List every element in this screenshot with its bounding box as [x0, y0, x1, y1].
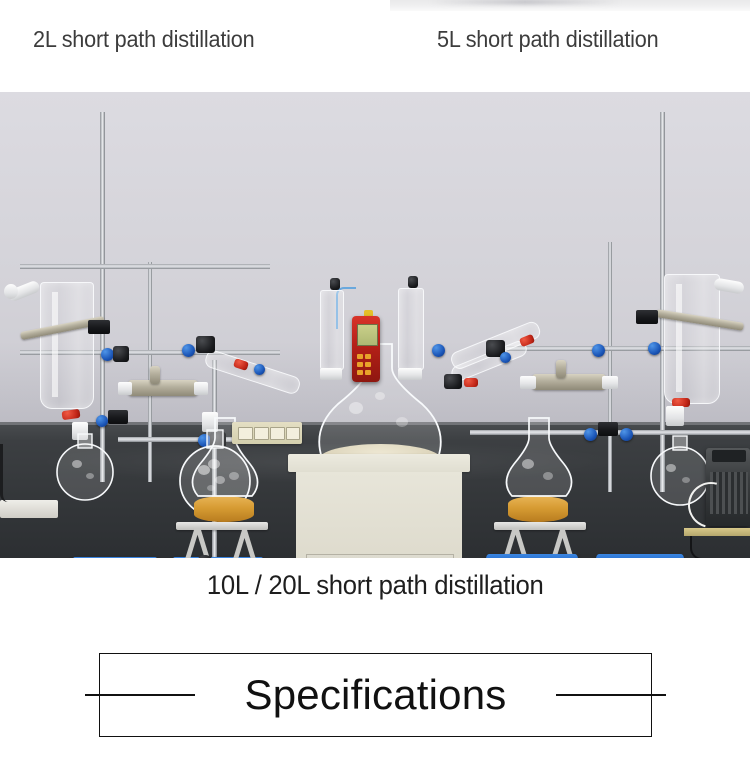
lab-jack-top-left	[176, 522, 268, 530]
cold-trap-inner-tube-left	[52, 292, 58, 397]
bench-edge-highlight	[0, 422, 750, 425]
lab-jack-knob-left	[196, 555, 214, 558]
stopcock-assembly-left[interactable]	[128, 380, 198, 396]
vacuum-pump-fins	[710, 472, 748, 514]
stand-base-midleft	[172, 557, 264, 558]
clamp-black-right1	[486, 340, 505, 357]
knob-blue-right4	[620, 428, 633, 441]
product-photo	[0, 92, 750, 558]
fraction-column-right	[398, 288, 424, 370]
column-joint-left	[320, 368, 342, 380]
retort-rod-midleft	[212, 360, 217, 558]
keck-clip-right3	[464, 378, 478, 387]
column-joint-right	[398, 368, 422, 380]
clamp-holder-right	[636, 310, 658, 324]
receiving-flask-right	[650, 435, 710, 506]
clamp-knob-black-left	[113, 346, 129, 362]
cold-trap-right	[664, 274, 720, 404]
knob-blue-left3	[254, 364, 265, 375]
caption-5l: 5L short path distillation	[437, 26, 659, 52]
caption-10l-20l: 10L / 20L short path distillation	[0, 570, 750, 601]
thermometer-lcd-display	[357, 324, 378, 346]
caption-2l: 2L short path distillation	[33, 26, 255, 52]
joint-left-stopcock2	[194, 382, 208, 395]
thermometer-cap	[364, 310, 373, 318]
specifications-tick-left	[85, 694, 195, 696]
clamp-right2	[598, 422, 618, 436]
clamp-black-right2	[444, 374, 462, 389]
retort-rod-left	[100, 112, 105, 482]
stopcock-assembly-right[interactable]	[532, 374, 606, 390]
heating-mantle-top	[288, 454, 470, 472]
power-socket-3[interactable]	[270, 427, 285, 440]
ground-joint-midleft	[202, 412, 218, 432]
boiling-flask-left	[191, 417, 259, 497]
retort-rod-right	[660, 112, 665, 492]
power-socket-1[interactable]	[238, 427, 253, 440]
knob-blue-right2b	[500, 352, 511, 363]
joint-left-stopcock	[118, 382, 132, 395]
ground-joint-right	[666, 406, 684, 426]
clamp-knob-blue-left	[101, 348, 114, 361]
power-socket-2[interactable]	[254, 427, 269, 440]
heating-mantle-control-panel[interactable]	[306, 554, 454, 558]
stopper-left	[4, 284, 18, 299]
knob-blue-left2	[96, 415, 108, 427]
retort-rod-right-2	[608, 242, 612, 492]
boiling-flask-right	[505, 417, 573, 497]
clamp-left2	[108, 410, 128, 424]
stand-base-left	[72, 557, 158, 558]
caption-10l-20l-text: 10L / 20L short path distillation	[206, 570, 544, 600]
stopcock-stem-left[interactable]	[150, 366, 160, 384]
thermometer-button-6[interactable]	[365, 370, 371, 375]
lab-jack-top-right	[494, 522, 586, 530]
knob-blue-left1	[182, 344, 195, 357]
cold-trap-inner-tube-right	[676, 284, 682, 392]
bench-item-left	[0, 500, 58, 518]
pump-power-cable	[690, 536, 732, 558]
cross-rod-right-upper	[488, 346, 750, 351]
knob-blue-right3	[584, 428, 597, 441]
power-socket-4[interactable]	[286, 427, 300, 440]
clamp-knob-blue-right2	[592, 344, 605, 357]
clamp-black-left1	[196, 336, 215, 353]
receiving-flask-left	[56, 433, 114, 501]
knob-blue-right1	[432, 344, 445, 357]
fraction-column-left	[320, 290, 344, 370]
specifications-tick-right	[556, 694, 666, 696]
stand-base-right	[486, 554, 578, 558]
column-stopper-left	[330, 278, 340, 290]
thermometer-button-5[interactable]	[357, 370, 363, 375]
thermometer-button-1[interactable]	[357, 354, 363, 359]
clamp-holder-left	[88, 320, 110, 334]
joint-right-stopcock2	[602, 376, 618, 389]
cold-trap-left	[40, 282, 94, 409]
clamp-knob-blue-right	[648, 342, 661, 355]
specifications-section: Specifications	[85, 653, 666, 737]
top-caption-row: 2L short path distillation 5L short path…	[0, 26, 750, 68]
vacuum-pump-top	[712, 450, 746, 462]
cropped-image-remnant	[390, 0, 750, 11]
stand-base-right2	[596, 554, 684, 558]
flask-contents-right	[508, 496, 568, 522]
cross-rod-left-lower	[20, 350, 280, 355]
pump-mat	[684, 528, 750, 536]
knob-blue-midleft	[198, 434, 211, 447]
ground-joint-left	[72, 422, 88, 440]
thermometer-button-3[interactable]	[357, 362, 363, 367]
stopcock-stem-right[interactable]	[556, 360, 566, 378]
thermocouple-wire	[336, 287, 356, 329]
cable-left	[0, 444, 13, 502]
thermometer-button-4[interactable]	[365, 362, 371, 367]
thermometer-button-2[interactable]	[365, 354, 371, 359]
cross-rod-left-upper	[20, 264, 270, 269]
joint-right-stopcock	[520, 376, 536, 389]
column-stopper-right	[408, 276, 418, 288]
keck-clip-right	[672, 398, 690, 407]
specifications-title: Specifications	[244, 671, 507, 718]
flask-contents-left	[194, 496, 254, 522]
heating-mantle-body	[296, 472, 462, 558]
